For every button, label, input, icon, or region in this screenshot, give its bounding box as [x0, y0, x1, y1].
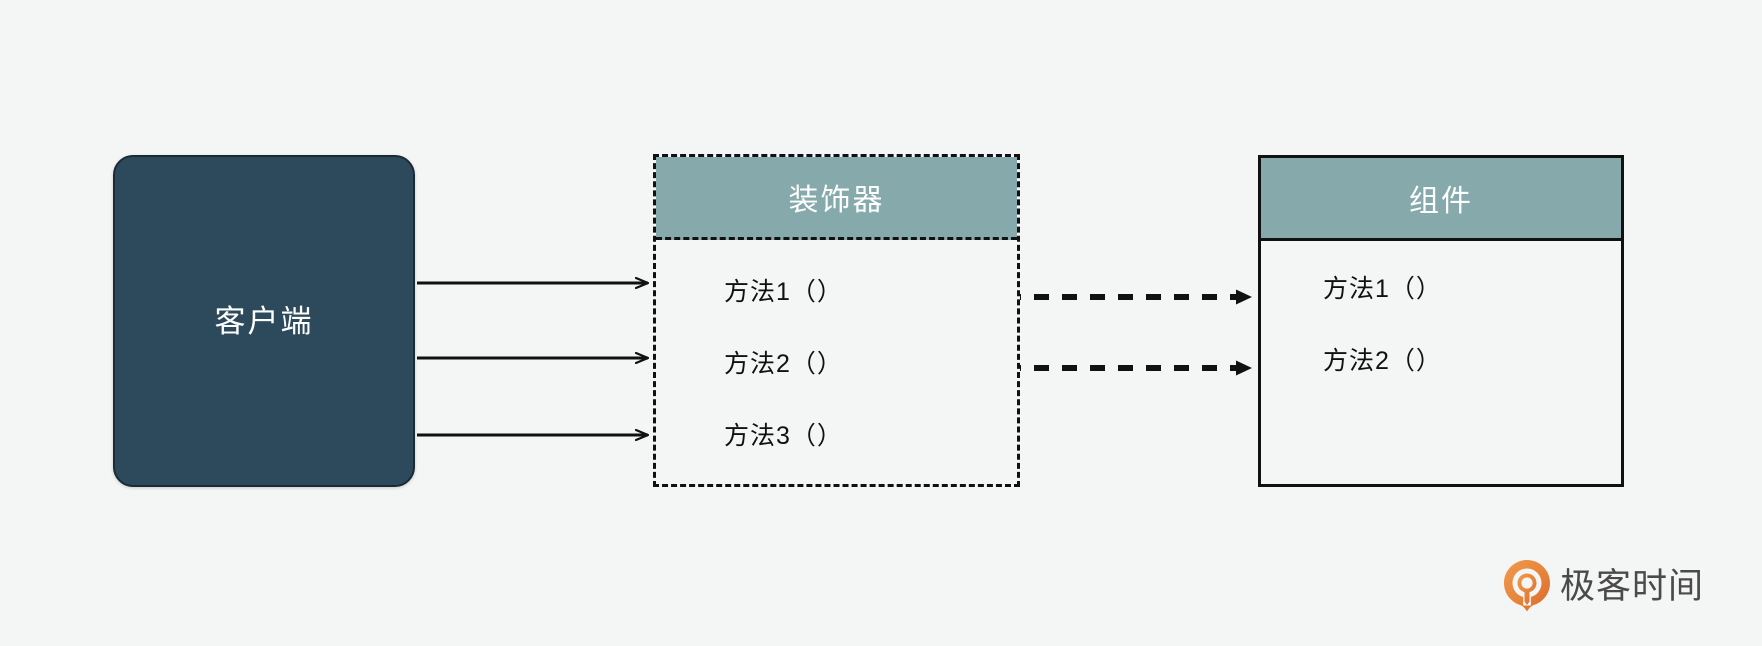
- component-header: 组件: [1261, 158, 1621, 241]
- client-box[interactable]: 客户端: [113, 155, 415, 487]
- decorator-method-3: 方法3（）: [724, 422, 843, 450]
- geektime-pin-icon: [1504, 560, 1550, 612]
- component-method-1: 方法1（）: [1323, 275, 1442, 303]
- decorator-body: 方法1（） 方法2（） 方法3（）: [656, 240, 1017, 484]
- component-box[interactable]: 组件 方法1（） 方法2（）: [1258, 155, 1624, 487]
- decorator-title: 装饰器: [788, 184, 885, 217]
- decorator-method-1: 方法1（）: [724, 278, 843, 306]
- brand-logo: 极客时间: [1504, 560, 1704, 612]
- component-title: 组件: [1409, 185, 1473, 218]
- decorator-method-2: 方法2（）: [724, 350, 843, 378]
- client-label: 客户端: [214, 303, 314, 339]
- decorator-box[interactable]: 装饰器 方法1（） 方法2（） 方法3（）: [653, 154, 1020, 487]
- component-method-2: 方法2（）: [1323, 347, 1442, 375]
- brand-name: 极客时间: [1560, 566, 1705, 606]
- component-body: 方法1（） 方法2（）: [1261, 241, 1621, 484]
- decorator-header: 装饰器: [656, 157, 1017, 240]
